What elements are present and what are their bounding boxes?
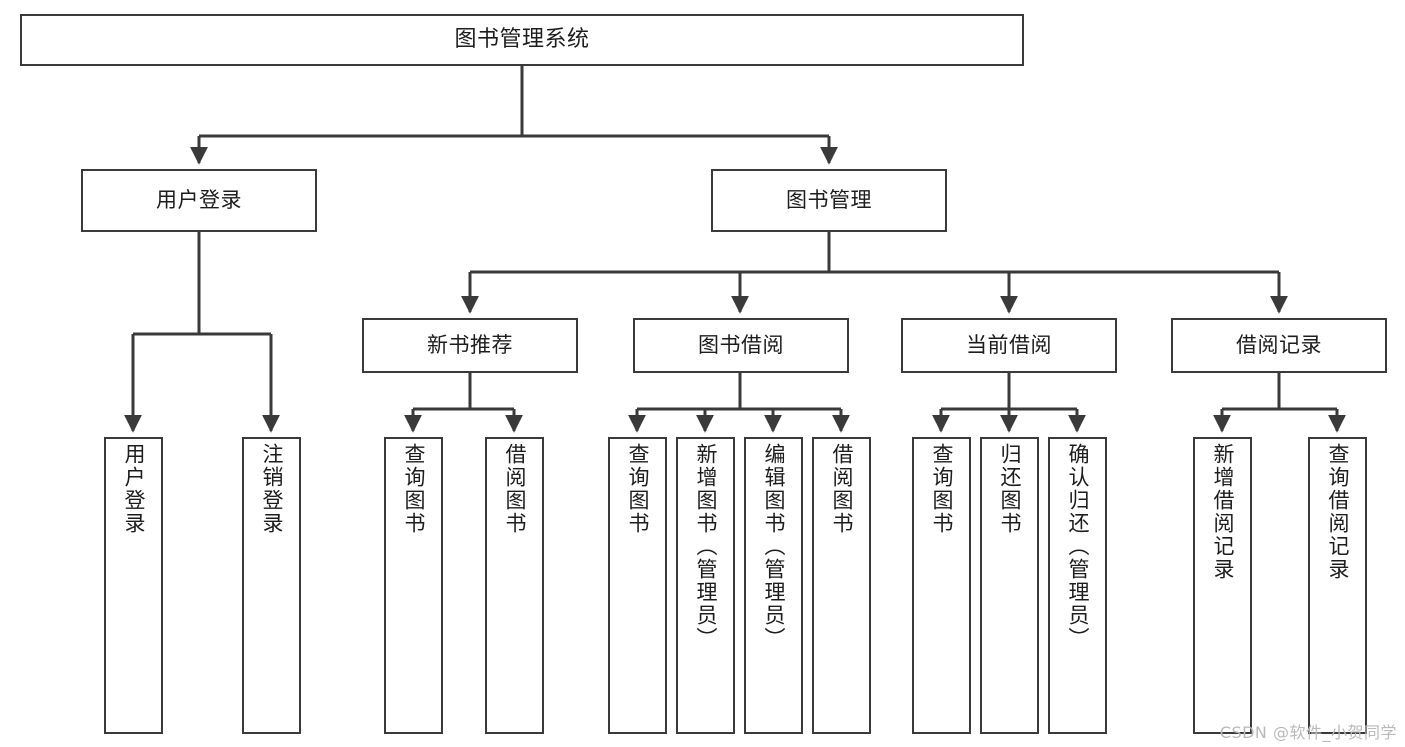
- node-leaf-return-book[interactable]: 归还图书: [980, 437, 1039, 734]
- node-label: 新书推荐: [427, 333, 513, 358]
- node-label: 新增图书（管理员）: [694, 443, 718, 650]
- node-leaf-add-borrow-record[interactable]: 新增借阅记录: [1193, 437, 1252, 734]
- node-label: 确认归还（管理员）: [1066, 443, 1090, 650]
- node-borrow-record[interactable]: 借阅记录: [1171, 318, 1387, 373]
- node-label: 图书管理: [786, 188, 872, 213]
- node-leaf-query-book-2[interactable]: 查询图书: [608, 437, 667, 734]
- node-user-login[interactable]: 用户登录: [81, 169, 317, 232]
- node-label: 查询图书: [402, 443, 426, 535]
- node-leaf-edit-book-admin[interactable]: 编辑图书（管理员）: [744, 437, 803, 734]
- node-leaf-query-book-3[interactable]: 查询图书: [912, 437, 971, 734]
- node-label: 注销登录: [260, 443, 284, 535]
- node-book-borrow[interactable]: 图书借阅: [633, 318, 849, 373]
- node-leaf-add-book-admin[interactable]: 新增图书（管理员）: [676, 437, 735, 734]
- node-leaf-borrow-book-1[interactable]: 借阅图书: [485, 437, 544, 734]
- node-book-management[interactable]: 图书管理: [711, 169, 947, 232]
- node-label: 编辑图书（管理员）: [762, 443, 786, 650]
- node-label: 查询图书: [930, 443, 954, 535]
- node-label: 借阅图书: [830, 443, 854, 535]
- node-leaf-query-book-1[interactable]: 查询图书: [384, 437, 443, 734]
- node-leaf-query-borrow-record[interactable]: 查询借阅记录: [1308, 437, 1367, 734]
- node-label: 归还图书: [998, 443, 1022, 535]
- node-label: 用户登录: [156, 188, 242, 213]
- node-current-borrow[interactable]: 当前借阅: [901, 318, 1117, 373]
- node-label: 新增借阅记录: [1211, 443, 1235, 581]
- node-leaf-borrow-book-2[interactable]: 借阅图书: [812, 437, 871, 734]
- csdn-watermark: CSDN @软件_小贺同学: [1219, 723, 1397, 742]
- node-leaf-user-login[interactable]: 用户登录: [104, 437, 163, 734]
- node-label: 用户登录: [122, 443, 146, 535]
- node-leaf-confirm-return-admin[interactable]: 确认归还（管理员）: [1048, 437, 1107, 734]
- node-label: 借阅图书: [503, 443, 527, 535]
- node-book-management-system[interactable]: 图书管理系统: [20, 14, 1024, 66]
- node-new-book-recommend[interactable]: 新书推荐: [362, 318, 578, 373]
- node-label: 查询图书: [626, 443, 650, 535]
- node-leaf-logout-login[interactable]: 注销登录: [242, 437, 301, 734]
- node-label: 图书管理系统: [454, 27, 590, 53]
- node-label: 图书借阅: [698, 333, 784, 358]
- node-label: 借阅记录: [1236, 333, 1322, 358]
- node-label: 查询借阅记录: [1326, 443, 1350, 581]
- node-label: 当前借阅: [966, 333, 1052, 358]
